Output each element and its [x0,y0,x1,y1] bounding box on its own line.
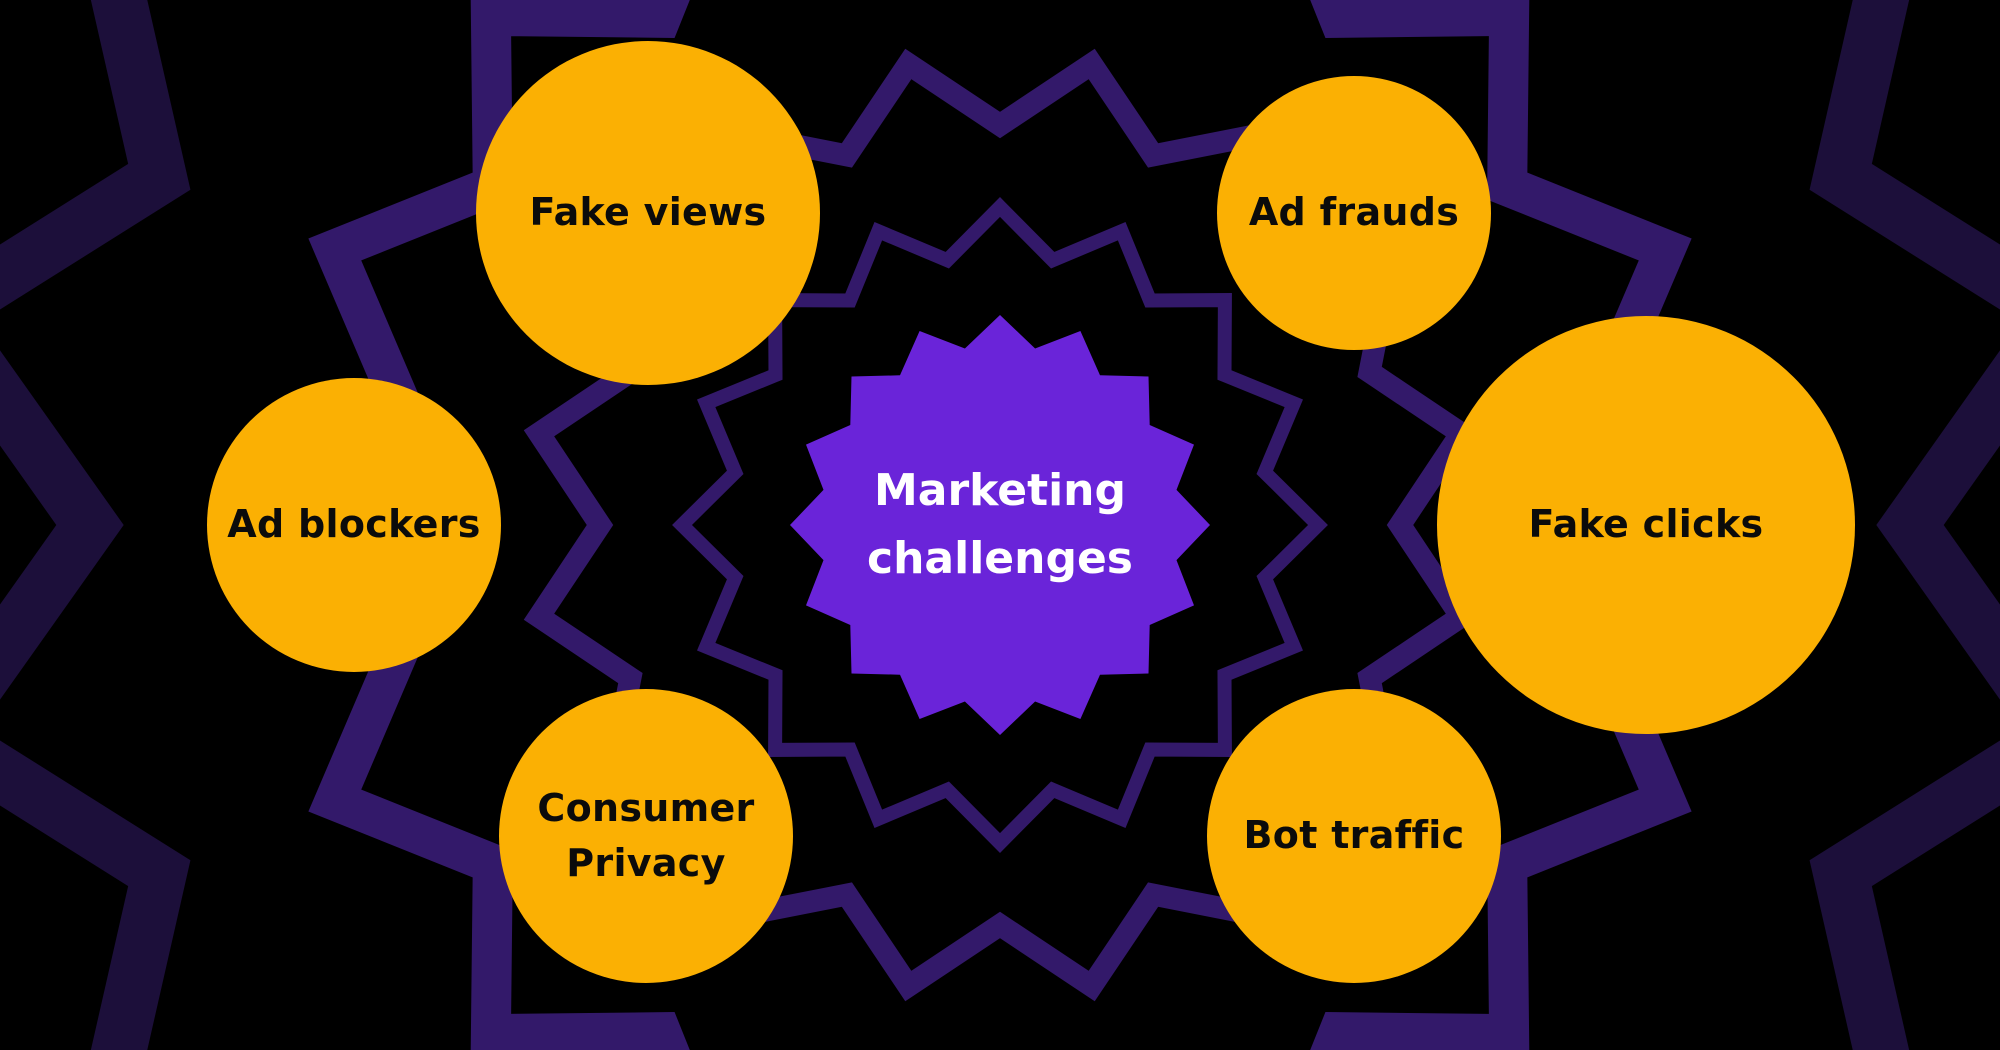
bubble-ad-blockers: Ad blockers [207,378,501,672]
center-title: Marketing challenges [867,464,1133,584]
bubble-label: Ad frauds [1248,190,1460,235]
bubble-label: Fake clicks [1528,502,1764,547]
bubble-label: Bot traffic [1243,813,1465,858]
bubble-ad-frauds: Ad frauds [1217,76,1491,350]
bubble-label: Fake views [529,190,767,235]
bubble-bot-traffic: Bot traffic [1207,689,1501,983]
zigzag-ring [672,197,1328,853]
bubble-consumer-privacy: Consumer Privacy [499,689,793,983]
zigzag-ring [251,0,1749,1050]
bubble-fake-views: Fake views [476,41,820,385]
bubble-fake-clicks: Fake clicks [1437,316,1855,734]
bubble-label: Consumer Privacy [537,785,755,885]
center-starburst [790,315,1210,735]
bubble-label: Ad blockers [227,502,481,547]
